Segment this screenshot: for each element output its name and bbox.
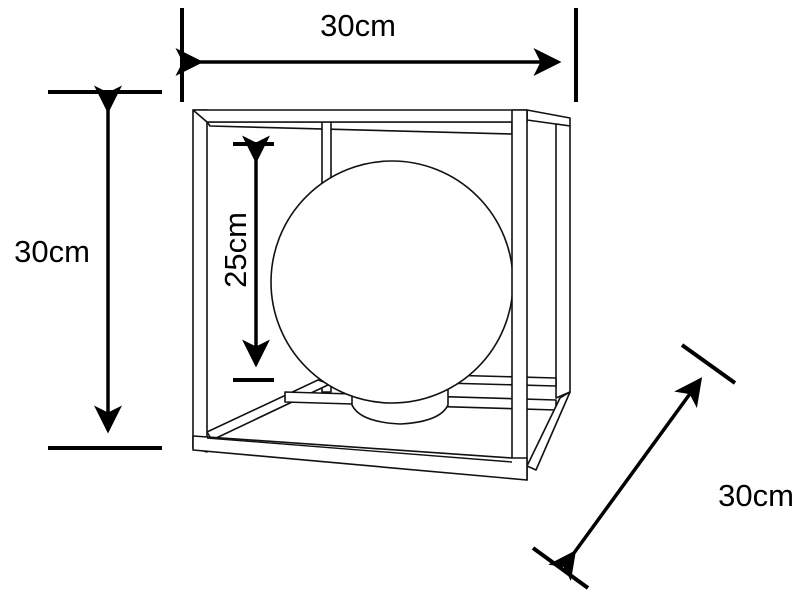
glass-globe <box>270 160 514 404</box>
back-right-post <box>555 123 571 399</box>
front-top-bar <box>192 109 528 123</box>
front-bottom-bar <box>192 435 528 481</box>
depth-dimension: 30cm <box>531 343 794 590</box>
globe-dimension: 25cm <box>218 135 274 382</box>
width-label: 30cm <box>320 8 396 43</box>
height-dimension: 30cm <box>14 85 162 450</box>
front-frame <box>192 109 528 481</box>
front-left-post <box>192 109 208 453</box>
globe-diameter-label: 25cm <box>218 212 253 288</box>
left-floor-bar <box>206 379 331 441</box>
width-dimension: 30cm <box>175 8 578 102</box>
front-right-post <box>511 109 528 481</box>
back-top-bar <box>206 121 513 135</box>
top-right-side-bar <box>526 109 571 127</box>
depth-label: 30cm <box>718 478 794 513</box>
height-label: 30cm <box>14 234 90 269</box>
